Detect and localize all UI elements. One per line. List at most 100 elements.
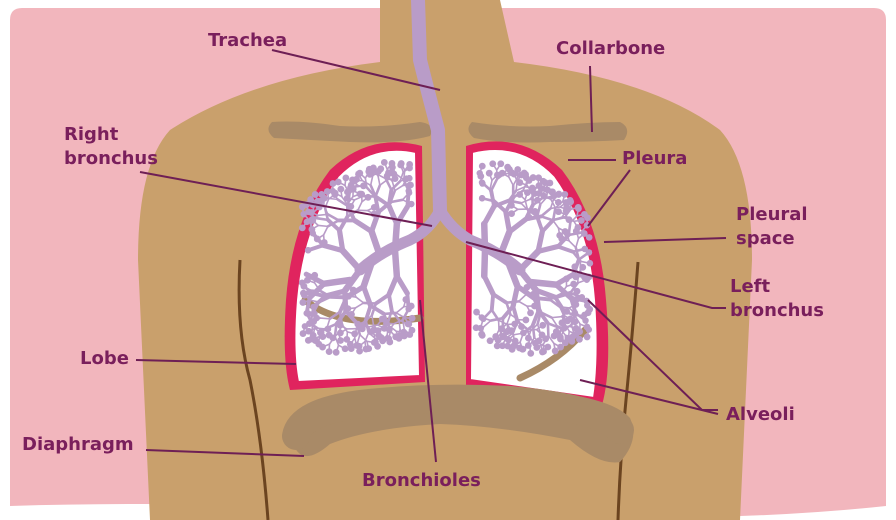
alveolus-sac: [532, 340, 539, 347]
alveolus-sac: [347, 203, 354, 210]
alveolus-sac: [584, 214, 591, 221]
alveolus-sac: [563, 208, 570, 215]
alveolus-sac: [489, 160, 496, 167]
alveolus-sac: [344, 195, 351, 202]
alveolus-sac: [305, 247, 311, 253]
alveolus-sac: [343, 336, 350, 343]
label-left-bronchus-2: bronchus: [730, 300, 824, 321]
bronchiole: [399, 320, 400, 330]
bronchiole: [320, 318, 330, 319]
alveolus-sac: [563, 199, 570, 206]
alveolus-sac: [518, 323, 525, 330]
bronchiole: [506, 301, 518, 302]
alveolus-sac: [299, 224, 306, 231]
alveolus-sac: [406, 161, 413, 168]
alveolus-sac: [546, 180, 553, 187]
alveolus-sac: [314, 236, 321, 243]
alveolus-sac: [504, 343, 511, 350]
bronchiole: [318, 214, 328, 215]
alveolus-sac: [504, 164, 511, 171]
alveolus-sac: [401, 333, 408, 340]
alveolus-sac: [345, 293, 352, 300]
bronchiole: [318, 225, 328, 226]
alveolus-sac: [381, 159, 388, 166]
alveolus-sac: [555, 191, 562, 198]
label-bronchioles: Bronchioles: [362, 470, 481, 491]
alveolus-sac: [525, 342, 532, 349]
alveolus-sac: [564, 317, 571, 324]
alveolus-sac: [337, 337, 344, 344]
label-trachea: Trachea: [208, 30, 287, 51]
label-alveoli: Alveoli: [726, 404, 795, 425]
alveolus-sac: [350, 287, 357, 294]
bronchiole: [340, 312, 342, 324]
alveolus-sac: [406, 175, 412, 181]
bronchiole: [328, 198, 338, 199]
alveolus-sac: [312, 191, 319, 198]
bronchiole: [389, 190, 392, 206]
alveolus-sac: [512, 338, 519, 345]
alveolus-sac: [573, 228, 580, 235]
bronchiole: [492, 294, 493, 310]
alveolus-sac: [342, 175, 349, 182]
label-right-bronchus-1: Right: [64, 124, 119, 145]
alveolus-sac: [530, 291, 537, 298]
alveolus-sac: [523, 317, 530, 324]
alveolus-sac: [389, 164, 396, 171]
alveolus-sac: [534, 197, 541, 204]
alveolus-sac: [511, 171, 518, 178]
alveolus-sac: [409, 327, 416, 334]
alveolus-sac: [355, 171, 362, 178]
alveolus-sac: [531, 303, 538, 310]
bronchiole: [404, 170, 405, 180]
alveolus-sac: [578, 217, 585, 224]
alveolus-sac: [526, 214, 533, 221]
alveolus-sac: [354, 321, 361, 328]
alveolus-sac: [564, 230, 571, 237]
alveolus-sac: [497, 160, 504, 167]
bronchiole: [552, 317, 562, 318]
alveolus-sac: [532, 208, 539, 215]
alveolus-sac: [344, 189, 351, 196]
alveolus-sac: [479, 195, 485, 201]
alveolus-sac: [305, 337, 312, 344]
alveolus-sac: [531, 190, 538, 197]
alveolus-sac: [500, 333, 507, 340]
alveolus-sac: [409, 315, 416, 322]
alveolus-sac: [557, 334, 564, 341]
alveolus-sac: [486, 170, 493, 177]
alveolus-sac: [326, 332, 333, 339]
alveolus-sac: [553, 328, 560, 335]
alveolus-sac: [318, 191, 325, 198]
alveolus-sac: [566, 216, 573, 223]
alveolus-sac: [479, 332, 486, 339]
alveolus-sac: [586, 306, 593, 313]
alveolus-sac: [584, 334, 591, 341]
alveolus-sac: [321, 239, 328, 246]
alveolus-sac: [527, 309, 534, 316]
alveolus-sac: [385, 335, 392, 342]
bronchiole: [331, 297, 347, 298]
alveolus-sac: [549, 189, 556, 196]
alveolus-sac: [342, 345, 349, 352]
alveolus-sac: [368, 328, 375, 335]
alveolus-sac: [526, 177, 533, 184]
alveolus-sac: [539, 349, 546, 356]
bronchiole: [484, 250, 485, 276]
alveolus-sac: [326, 348, 333, 355]
alveolus-sac: [479, 163, 486, 170]
alveolus-sac: [494, 342, 501, 349]
bronchiole: [548, 323, 549, 335]
bronchiole: [389, 295, 392, 311]
alveolus-sac: [539, 331, 546, 338]
label-diaphragm: Diaphragm: [22, 434, 134, 455]
alveolus-sac: [555, 208, 562, 215]
alveolus-sac: [540, 178, 547, 185]
bronchiole: [363, 196, 375, 197]
alveolus-sac: [370, 164, 377, 171]
bronchiole: [527, 329, 537, 330]
alveolus-sac: [318, 198, 325, 205]
alveolus-sac: [312, 337, 319, 344]
alveolus-sac: [313, 315, 320, 322]
alveolus-sac: [319, 333, 326, 340]
